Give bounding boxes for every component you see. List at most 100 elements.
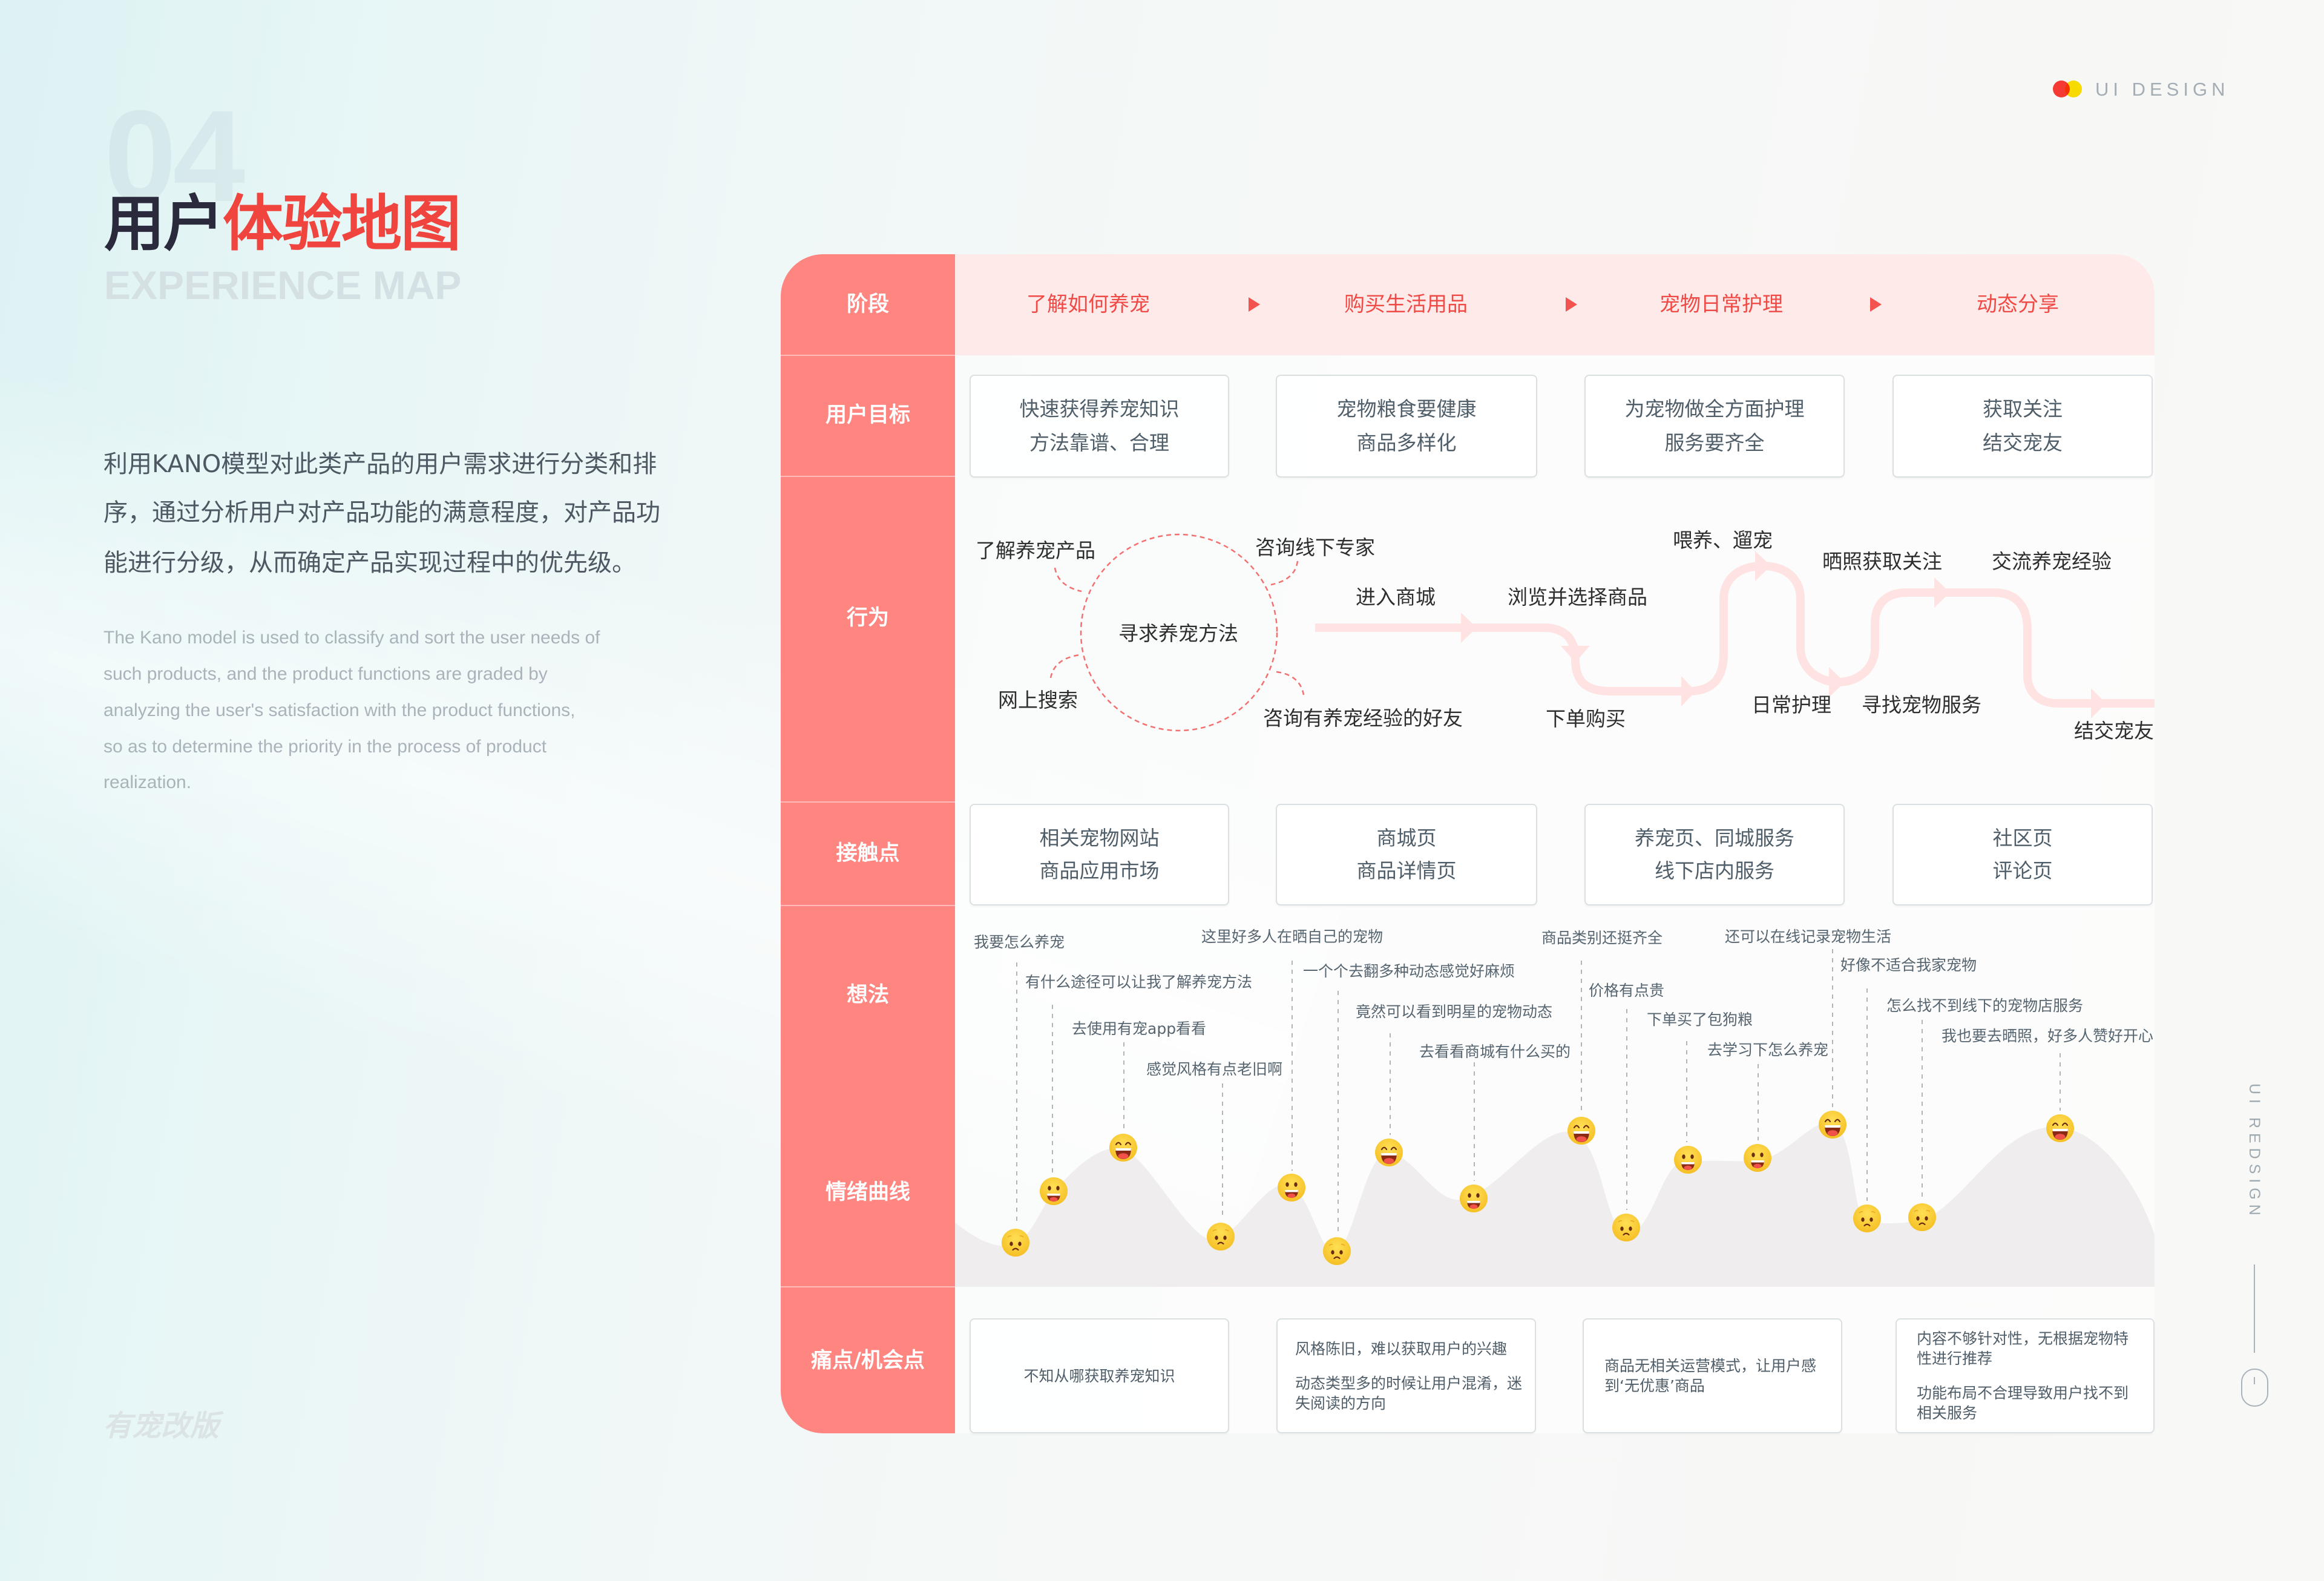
row-label-goals: 用户目标 <box>825 403 910 427</box>
touchpoint-card: 商城页 商品详情页 <box>1276 804 1537 906</box>
mouse-scroll-icon <box>2241 1369 2268 1407</box>
thought-text: 怎么找不到线下的宠物店服务 <box>1886 997 2084 1014</box>
touchpoint-card: 相关宠物网站 商品应用市场 <box>970 804 1229 906</box>
touchpoint-card: 社区页 评论页 <box>1892 804 2153 906</box>
goal-line: 为宠物做全方面护理 <box>1624 397 1805 421</box>
stage-3: 宠物日常护理 <box>1659 292 1783 317</box>
sad-face-icon <box>1612 1214 1640 1241</box>
laugh-face-icon <box>1109 1134 1137 1162</box>
pain-point-text: 功能布局不合理导致用户找不到相关服务 <box>1917 1384 2129 1422</box>
project-watermark: 有宠改版 <box>103 1409 220 1443</box>
behavior-step-label: 进入商城 <box>1356 585 1436 609</box>
goal-line: 方法靠谱、合理 <box>1029 431 1169 455</box>
stage-header-band <box>955 254 2155 355</box>
row-label-column <box>781 254 955 1433</box>
stage-2: 购买生活用品 <box>1344 292 1468 317</box>
behavior-step-label: 日常护理 <box>1751 693 1831 717</box>
play-arrow-icon <box>1870 297 1882 312</box>
touchpoint-line: 商城页 <box>1376 826 1437 850</box>
behavior-step-label: 下单购买 <box>1546 707 1626 731</box>
touchpoint-line: 商品详情页 <box>1356 859 1457 883</box>
pain-point-text: 商品无相关运营模式，让用户感到‘无优惠’商品 <box>1604 1357 1817 1395</box>
row-label-pain: 痛点/机会点 <box>811 1349 925 1373</box>
page-subtitle: EXPERIENCE MAP <box>104 263 462 307</box>
touchpoint-line: 社区页 <box>1992 826 2053 850</box>
row-label-emotion: 情绪曲线 <box>825 1180 910 1205</box>
goal-card: 宠物粮食要健康 商品多样化 <box>1276 375 1537 478</box>
behavior-branch-label: 咨询有养宠经验的好友 <box>1263 706 1463 730</box>
goal-line: 宠物粮食要健康 <box>1336 397 1477 421</box>
touchpoint-line: 评论页 <box>1992 859 2053 883</box>
pain-point-card: 不知从哪获取养宠知识 <box>970 1318 1229 1433</box>
play-arrow-icon <box>1566 297 1577 312</box>
pain-point-card: 内容不够针对性，无根据宠物特性进行推荐 功能布局不合理导致用户找不到相关服务 <box>1896 1318 2155 1433</box>
thought-text: 去看看商城有什么买的 <box>1419 1043 1571 1060</box>
row-divider <box>781 1286 955 1287</box>
pain-point-card: 风格陈旧，难以获取用户的兴趣 动态类型多的时候让用户混淆，迷失阅读的方向 <box>1276 1318 1536 1433</box>
goal-card: 获取关注 结交宠友 <box>1892 375 2153 478</box>
behavior-step-label: 结交宠友 <box>2074 719 2154 743</box>
grin-face-icon <box>1674 1146 1702 1174</box>
sad-face-icon <box>1207 1223 1235 1251</box>
thought-text: 有什么途径可以让我了解养宠方法 <box>1025 973 1253 991</box>
section-number: 04 <box>104 83 245 229</box>
stage-4: 动态分享 <box>1977 292 2059 317</box>
behavior-branch-label: 网上搜索 <box>998 688 1078 712</box>
thought-text: 去学习下怎么养宠 <box>1707 1041 1829 1059</box>
row-divider <box>781 355 955 356</box>
behavior-step-label: 寻找宠物服务 <box>1862 693 1981 717</box>
behavior-branch-label: 了解养宠产品 <box>976 539 1095 562</box>
goal-card: 快速获得养宠知识 方法靠谱、合理 <box>970 375 1229 478</box>
row-divider <box>781 476 955 477</box>
side-label: UI REDSIGN <box>2246 1083 2263 1220</box>
behavior-step-label: 晒照获取关注 <box>1822 550 1942 573</box>
side-divider <box>2254 1264 2255 1353</box>
intro-en-line: The Kano model is used to classify and s… <box>103 628 600 648</box>
sad-face-icon <box>1908 1203 1936 1231</box>
row-label-behavior: 行为 <box>846 606 889 630</box>
touchpoint-line: 养宠页、同城服务 <box>1635 826 1794 850</box>
goal-line: 商品多样化 <box>1356 431 1457 455</box>
pain-point-card: 商品无相关运营模式，让用户感到‘无优惠’商品 <box>1583 1318 1842 1433</box>
page-title-part2: 体验地图 <box>223 188 461 259</box>
touchpoint-line: 商品应用市场 <box>1039 859 1160 883</box>
goal-card: 为宠物做全方面护理 服务要齐全 <box>1584 375 1845 478</box>
grin-face-icon <box>1460 1185 1488 1212</box>
stage-1: 了解如何养宠 <box>1026 292 1150 317</box>
touchpoint-line: 线下店内服务 <box>1655 859 1774 883</box>
thought-text: 竟然可以看到明星的宠物动态 <box>1356 1003 1553 1021</box>
thought-text: 感觉风格有点老旧啊 <box>1146 1060 1283 1078</box>
intro-zh-line: 序，通过分析用户对产品功能的满意程度，对产品功 <box>103 499 660 527</box>
behavior-step-label: 浏览并选择商品 <box>1508 585 1647 609</box>
intro-en-line: so as to determine the priority in the p… <box>103 737 547 757</box>
behavior-hub-label: 寻求养宠方法 <box>1118 622 1238 645</box>
row-divider <box>781 905 955 906</box>
behavior-step-label: 喂养、遛宠 <box>1673 528 1773 552</box>
sad-face-icon <box>1002 1229 1029 1257</box>
play-arrow-icon <box>1249 297 1260 312</box>
laugh-face-icon <box>1375 1139 1403 1166</box>
thought-text: 下单买了包狗粮 <box>1647 1011 1753 1028</box>
laugh-face-icon <box>2046 1114 2074 1142</box>
grin-face-icon <box>1744 1144 1771 1172</box>
goal-line: 获取关注 <box>1983 397 2063 421</box>
intro-en-line: analyzing the user's satisfaction with t… <box>103 700 576 720</box>
intro-zh-line: 能进行分级，从而确定产品实现过程中的优先级。 <box>103 549 636 577</box>
laugh-face-icon <box>1819 1111 1846 1139</box>
thought-text: 我要怎么养宠 <box>974 933 1065 951</box>
goal-line: 服务要齐全 <box>1664 431 1765 455</box>
row-label-thoughts: 想法 <box>846 983 889 1007</box>
thought-text: 我也要去晒照，好多人赞好开心 <box>1942 1027 2154 1045</box>
page-title-part1: 用户 <box>104 188 224 259</box>
row-label-touchpoints: 接触点 <box>836 841 900 866</box>
brand-label: UI DESIGN <box>2095 79 2230 100</box>
intro-zh-line: 利用KANO模型对此类产品的用户需求进行分类和排 <box>103 450 657 478</box>
thought-text: 商品类别还挺齐全 <box>1541 929 1663 947</box>
pain-point-text: 动态类型多的时候让用户混淆，迷失阅读的方向 <box>1295 1374 1523 1412</box>
thought-text: 这里好多人在晒自己的宠物 <box>1201 928 1384 945</box>
row-divider <box>781 801 955 803</box>
thought-text: 还可以在线记录宠物生活 <box>1725 928 1892 945</box>
grin-face-icon <box>1040 1177 1068 1205</box>
sad-face-icon <box>1853 1205 1881 1232</box>
thought-text: 价格有点贵 <box>1589 982 1665 999</box>
